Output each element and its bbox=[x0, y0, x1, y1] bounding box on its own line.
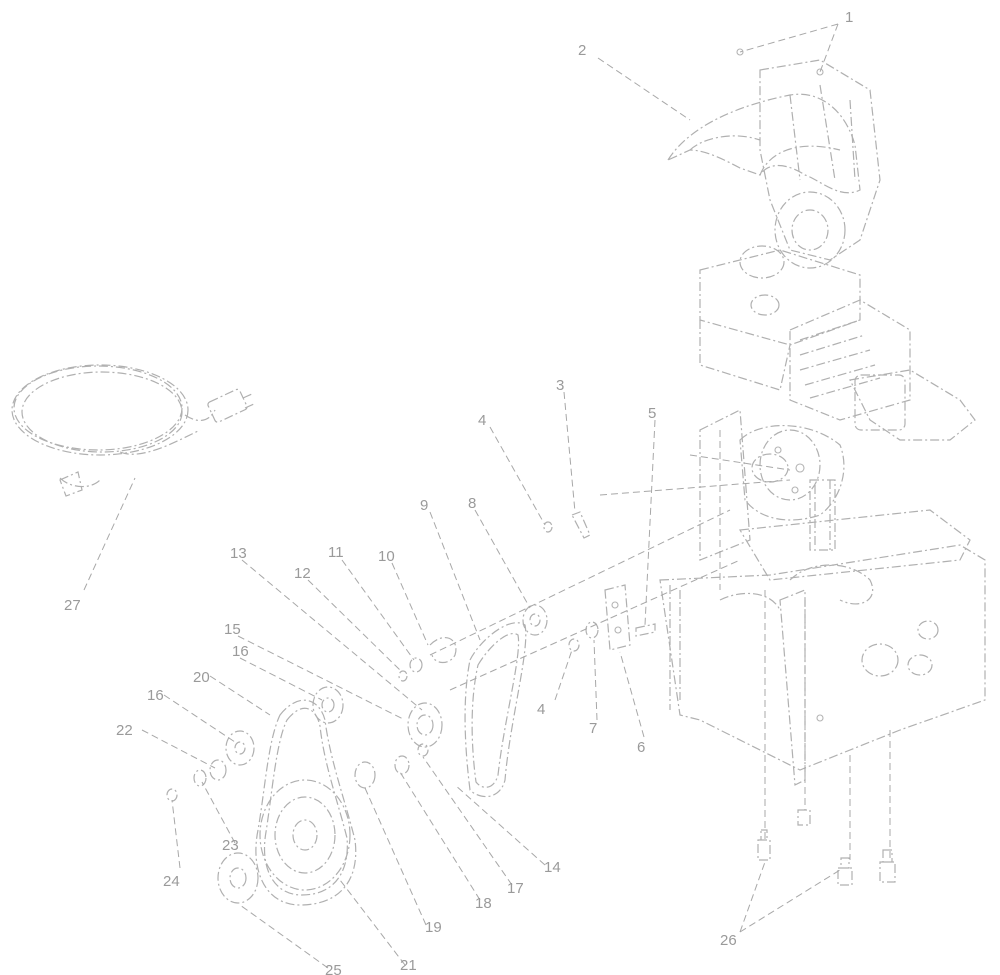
bolt-26-c bbox=[879, 849, 896, 883]
engine-base-frame bbox=[699, 409, 971, 581]
label-26: 26 bbox=[720, 932, 737, 949]
label-23: 23 bbox=[222, 837, 239, 854]
power-cord-end-plug bbox=[59, 471, 83, 497]
pin-3 bbox=[571, 511, 591, 539]
label-13: 13 bbox=[230, 545, 247, 562]
washer-19 bbox=[354, 761, 376, 789]
label-16-upper: 16 bbox=[232, 643, 249, 660]
large-pulley-21 bbox=[259, 779, 351, 891]
label-3: 3 bbox=[556, 377, 564, 394]
bolt-26-d bbox=[797, 809, 811, 826]
label-1: 1 bbox=[845, 9, 853, 26]
bolt-12 bbox=[398, 670, 408, 682]
label-4-lower: 4 bbox=[537, 701, 545, 718]
label-18: 18 bbox=[475, 895, 492, 912]
label-4-upper: 4 bbox=[478, 412, 486, 429]
gear-pulley-13 bbox=[407, 702, 443, 748]
label-2: 2 bbox=[578, 42, 586, 59]
idler-arm-bracket-6 bbox=[604, 584, 631, 651]
power-cord-coil bbox=[11, 364, 216, 488]
screw-1b bbox=[816, 68, 824, 76]
washer-23 bbox=[193, 769, 207, 787]
label-15: 15 bbox=[224, 621, 241, 638]
label-11: 11 bbox=[328, 544, 344, 561]
bolt-5 bbox=[635, 623, 656, 637]
bolt-26-a bbox=[757, 829, 771, 861]
label-6: 6 bbox=[637, 739, 645, 756]
engine-cylinder-fins bbox=[789, 299, 976, 441]
leader-lines bbox=[83, 23, 841, 969]
label-9: 9 bbox=[420, 497, 428, 514]
label-17: 17 bbox=[507, 880, 524, 897]
engine-crankcase bbox=[739, 424, 845, 521]
label-5: 5 bbox=[648, 405, 656, 422]
screw-1a bbox=[736, 48, 744, 56]
label-21: 21 bbox=[400, 957, 417, 974]
spacer-22 bbox=[209, 759, 227, 781]
nut-4b bbox=[568, 638, 580, 652]
pulley-8 bbox=[522, 604, 548, 636]
label-19: 19 bbox=[425, 919, 442, 936]
frame-mount-bracket bbox=[779, 589, 806, 786]
label-12: 12 bbox=[294, 565, 311, 582]
clip-4a bbox=[543, 521, 553, 533]
power-cord-plug bbox=[207, 388, 255, 423]
drive-belt-21 bbox=[255, 699, 357, 906]
alignment-lines bbox=[429, 430, 891, 860]
spring-10 bbox=[429, 637, 457, 664]
part-labels: 1 2 3 4 5 4 7 6 8 9 10 11 12 13 15 16 16… bbox=[64, 9, 853, 975]
label-10: 10 bbox=[378, 548, 395, 565]
engine-fuel-tank bbox=[699, 245, 861, 391]
spacer-7 bbox=[585, 621, 599, 639]
spacer-11 bbox=[409, 657, 423, 673]
label-24: 24 bbox=[163, 873, 180, 890]
chute-gear bbox=[774, 191, 846, 269]
auger-housing-side-panel bbox=[659, 544, 986, 771]
bolt-26-b bbox=[837, 857, 853, 886]
washer-18 bbox=[394, 755, 410, 775]
label-14: 14 bbox=[544, 859, 561, 876]
label-7: 7 bbox=[589, 720, 597, 737]
label-25: 25 bbox=[325, 962, 342, 975]
v-belt-9 bbox=[464, 622, 527, 798]
label-16-lower: 16 bbox=[147, 687, 164, 704]
chute-body bbox=[759, 59, 881, 261]
label-22: 22 bbox=[116, 722, 133, 739]
label-8: 8 bbox=[468, 495, 476, 512]
nut-17 bbox=[417, 743, 429, 757]
pulley-washer-25 bbox=[217, 852, 259, 904]
idler-pulley-16b bbox=[225, 730, 255, 766]
chute-deflector bbox=[666, 93, 861, 194]
label-27: 27 bbox=[64, 597, 81, 614]
label-20: 20 bbox=[193, 669, 210, 686]
idler-pulley-16a bbox=[312, 686, 344, 724]
nut-24 bbox=[166, 788, 178, 802]
